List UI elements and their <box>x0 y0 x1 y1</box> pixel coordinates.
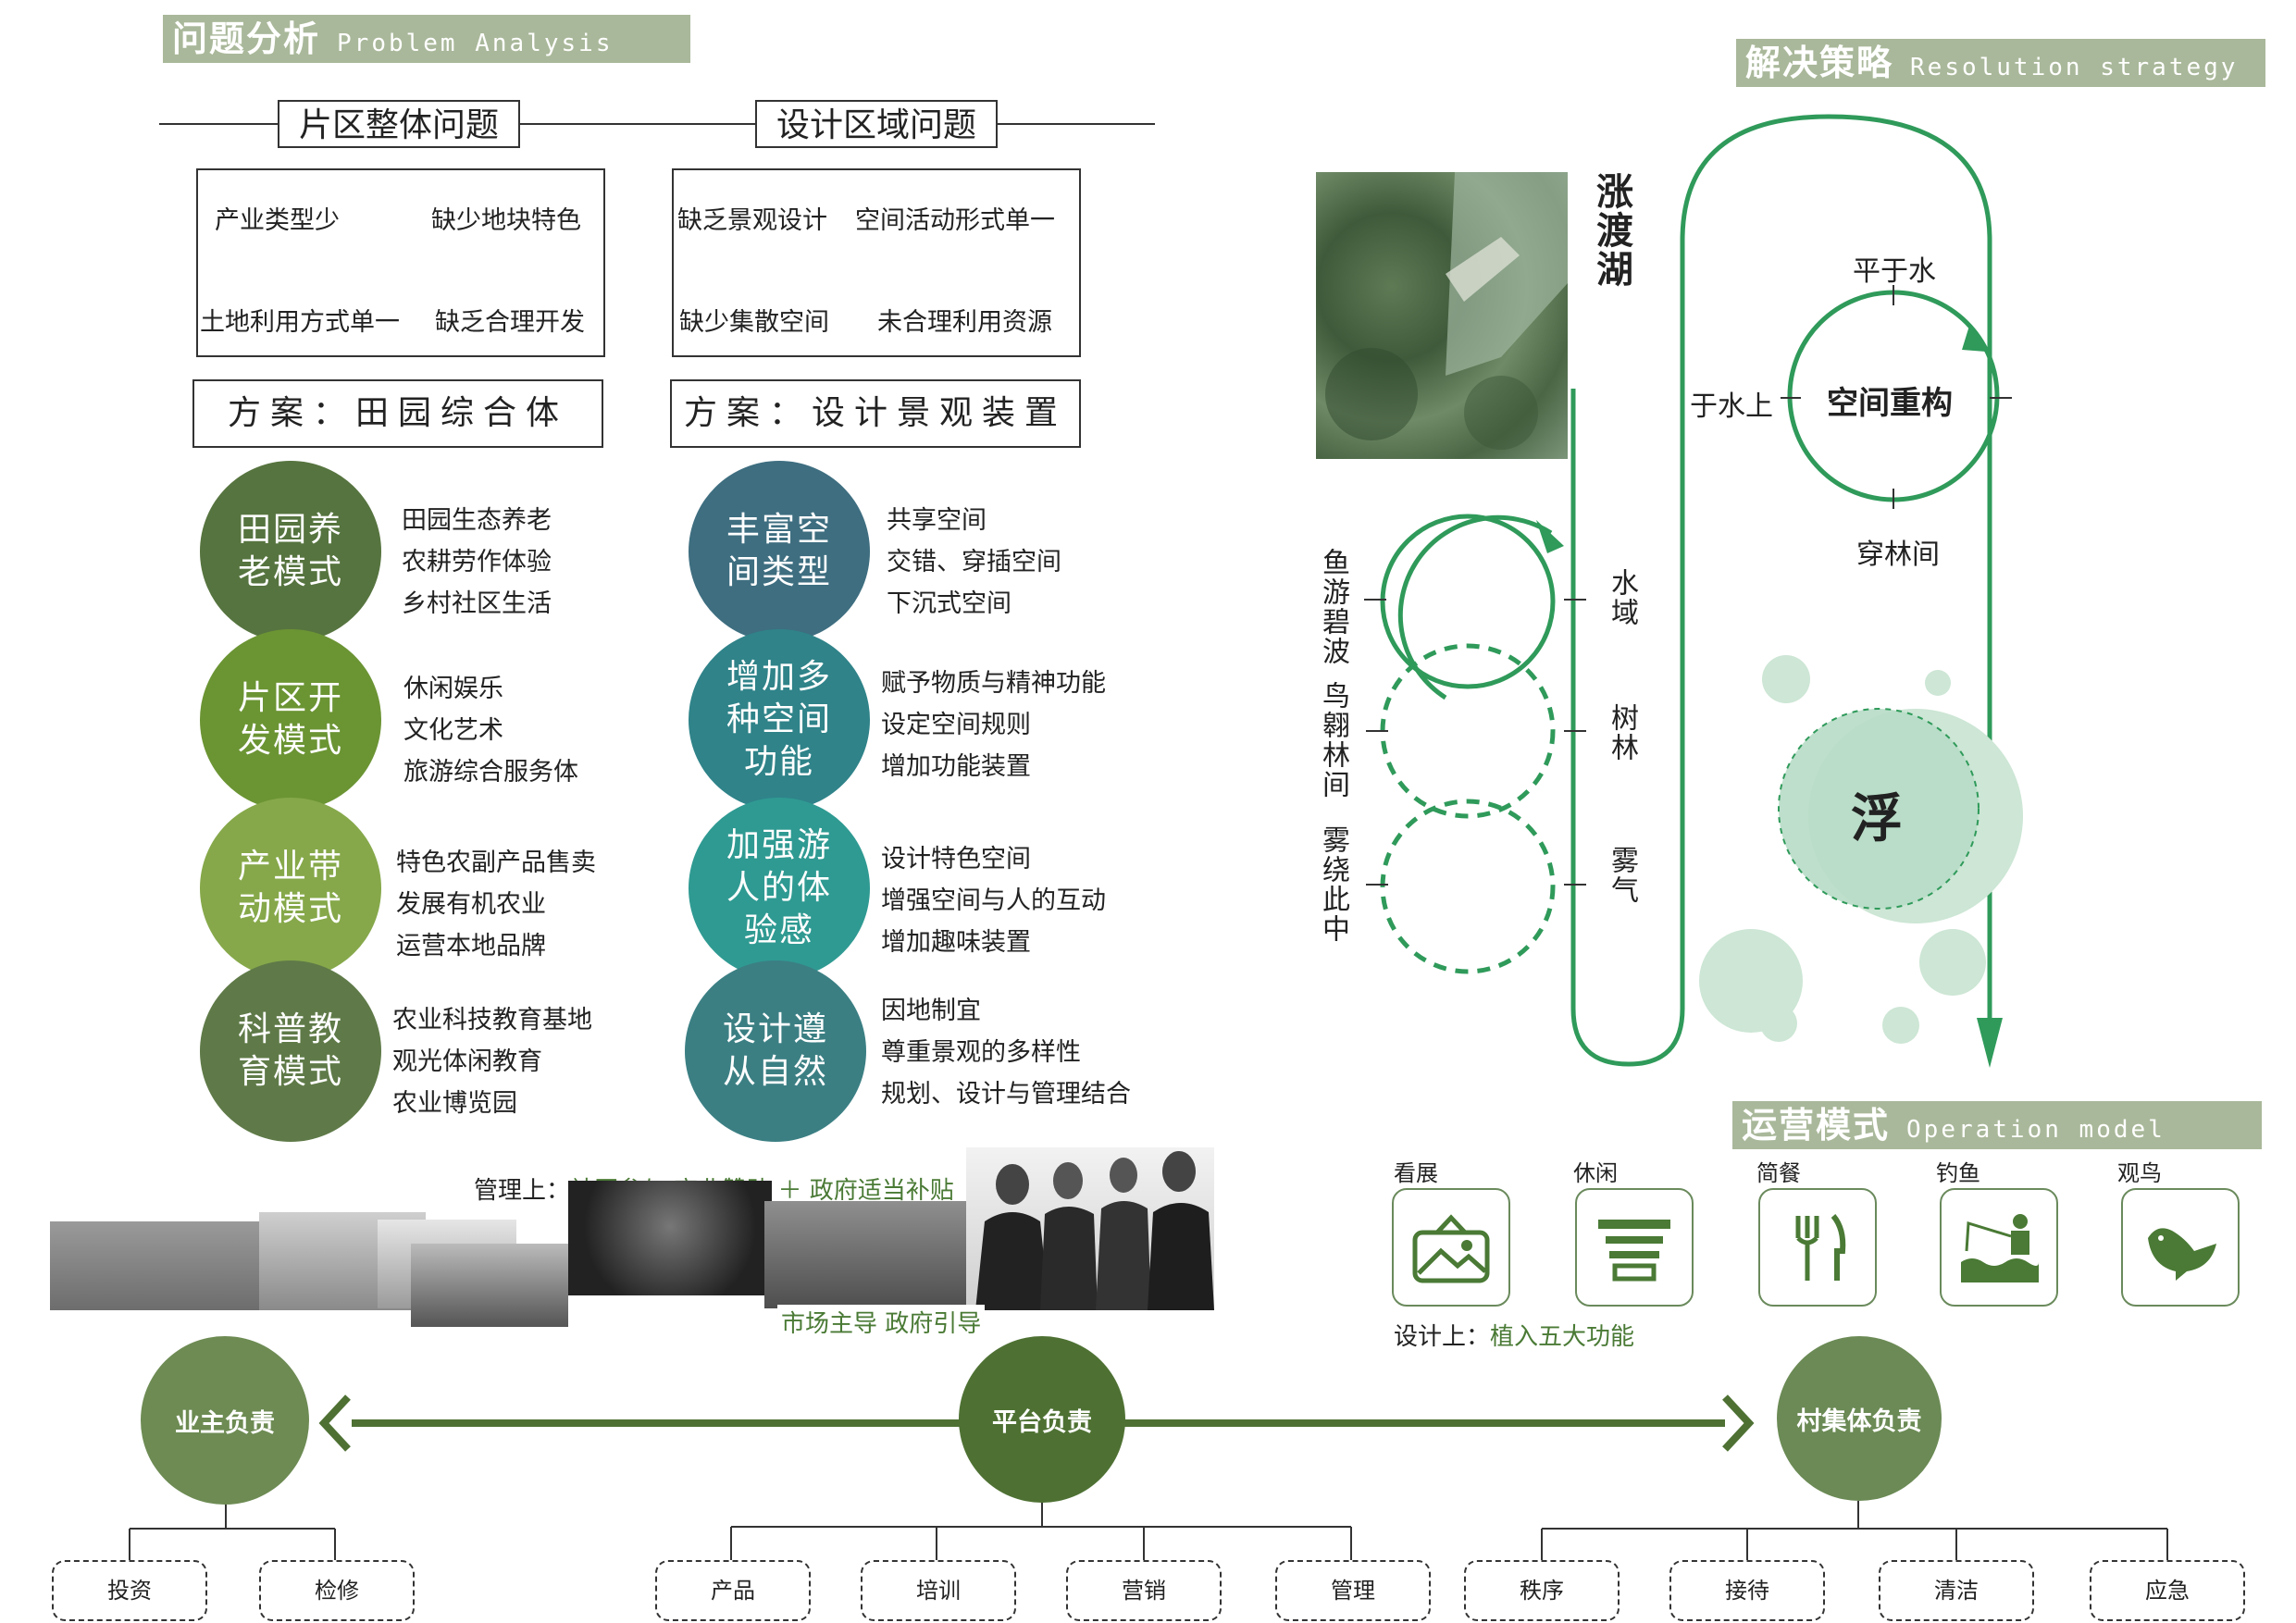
issue-text: 缺少集散空间 <box>679 308 829 337</box>
mode-items: 特色农副产品售卖发展有机农业运营本地品牌 <box>396 849 596 960</box>
org-task: 检修 <box>259 1560 415 1621</box>
org-task: 接待 <box>1669 1560 1825 1621</box>
fishing-function[interactable] <box>1940 1188 2058 1307</box>
loop-top: 平于水 <box>1853 255 1936 288</box>
issue-text: 缺乏景观设计 <box>677 206 827 235</box>
function-label: 休闲 <box>1573 1160 1618 1186</box>
mode-circle: 增加多种空间功能 <box>689 629 870 811</box>
birdwatch-function[interactable] <box>2121 1188 2240 1307</box>
market-caption: 市场主导 政府引导 <box>777 1305 986 1339</box>
resolution-strategy-header: 解决策略 Resolution strategy <box>1736 39 2265 87</box>
strategy-right-label: 树林 <box>1606 703 1638 762</box>
org-task: 投资 <box>52 1560 207 1621</box>
strategy-left-label: 鸟翱林间 <box>1317 681 1349 799</box>
loop-center: 空间重构 <box>1827 385 1953 422</box>
design-plan: 方案：设计景观装置 <box>670 379 1081 448</box>
forum-photo <box>568 1181 772 1295</box>
design-problem-title: 设计区域问题 <box>755 100 998 148</box>
area-issues-box <box>196 168 605 357</box>
mode-circle: 科普教育模式 <box>200 960 381 1142</box>
bird-icon <box>2148 1228 2216 1281</box>
booth-photo <box>411 1244 568 1327</box>
issue-text: 未合理利用资源 <box>877 308 1052 337</box>
mode-circle: 片区开发模式 <box>200 629 381 811</box>
management-label: 管理上： <box>474 1177 571 1205</box>
lounge-icon <box>1598 1220 1670 1282</box>
function-label: 简餐 <box>1756 1160 1801 1186</box>
issue-text: 缺少地块特色 <box>431 206 581 235</box>
header-en: Resolution strategy <box>1910 54 2239 81</box>
org-village: 村集体负责 <box>1777 1336 1942 1501</box>
org-task: 应急 <box>2090 1560 2245 1621</box>
org-task: 营销 <box>1066 1560 1222 1621</box>
float-char: 浮 <box>1851 789 1903 849</box>
mode-circle: 田园养老模式 <box>200 461 381 642</box>
loop-left: 于水上 <box>1690 390 1773 423</box>
issue-text: 空间活动形式单一 <box>855 206 1055 235</box>
aerial-photo <box>1316 172 1568 459</box>
problem-analysis-header: 问题分析 Problem Analysis <box>163 15 690 63</box>
fishing-icon <box>1961 1214 2039 1282</box>
org-task: 秩序 <box>1464 1560 1620 1621</box>
operation-model-header: 运营模式 Operation model <box>1732 1101 2262 1149</box>
function-label: 钓鱼 <box>1936 1160 1980 1186</box>
mode-circle: 丰富空间类型 <box>689 461 870 642</box>
loop-bottom: 穿林间 <box>1856 539 1940 571</box>
meeting-photo <box>764 1201 968 1308</box>
mode-items: 设计特色空间增强空间与人的互动增加趣味装置 <box>881 845 1106 957</box>
header-en: Operation model <box>1906 1116 2166 1144</box>
design-label: 设计上： <box>1394 1323 1491 1351</box>
mode-items: 共享空间交错、穿插空间下沉式空间 <box>887 506 1061 618</box>
mode-items: 休闲娱乐文化艺术旅游综合服务体 <box>403 675 578 787</box>
strategy-left-label: 雾绕此中 <box>1317 825 1349 944</box>
mode-circle: 设计遵从自然 <box>685 960 866 1142</box>
mode-circle: 加强游人的体验感 <box>689 798 870 979</box>
org-task: 培训 <box>861 1560 1016 1621</box>
dining-icon <box>1795 1214 1846 1281</box>
org-platform: 平台负责 <box>959 1336 1125 1503</box>
officials-photo <box>966 1147 1214 1310</box>
mode-items: 因地制宜尊重景观的多样性规划、设计与管理结合 <box>881 997 1131 1109</box>
area-problem-title: 片区整体问题 <box>278 100 520 148</box>
design-value: 植入五大功能 <box>1490 1323 1635 1351</box>
mode-items: 田园生态养老农耕劳作体验乡村社区生活 <box>402 506 552 618</box>
function-label: 观鸟 <box>2117 1160 2162 1186</box>
gallery-function[interactable] <box>1392 1188 1510 1307</box>
mode-items: 赋予物质与精神功能设定空间规则增加功能装置 <box>881 669 1106 781</box>
mode-items: 农业科技教育基地观光体闲教育农业博览园 <box>392 1006 592 1118</box>
org-task: 清洁 <box>1879 1560 2034 1621</box>
area-plan: 方案：田园综合体 <box>192 379 603 448</box>
mode-circle: 产业带动模式 <box>200 798 381 979</box>
dining-function[interactable] <box>1758 1188 1877 1307</box>
header-zh: 运营模式 <box>1742 1105 1891 1146</box>
org-owner: 业主负责 <box>141 1336 309 1505</box>
design-caption: 设计上：植入五大功能 <box>1394 1318 1634 1352</box>
design-issues-box <box>672 168 1081 357</box>
issue-text: 土地利用方式单一 <box>200 308 400 337</box>
function-label: 看展 <box>1394 1160 1438 1186</box>
header-en: Problem Analysis <box>337 30 614 57</box>
strategy-left-label: 鱼游碧波 <box>1317 548 1349 666</box>
community-photo <box>50 1221 259 1310</box>
header-zh: 问题分析 <box>172 19 321 59</box>
issue-text: 缺乏合理开发 <box>435 308 585 337</box>
org-task: 产品 <box>655 1560 811 1621</box>
header-zh: 解决策略 <box>1745 43 1894 83</box>
org-task: 管理 <box>1275 1560 1431 1621</box>
issue-text: 产业类型少 <box>215 206 340 235</box>
lake-name: 涨渡湖 <box>1590 172 1632 289</box>
lounge-function[interactable] <box>1575 1188 1694 1307</box>
strategy-right-label: 水域 <box>1606 568 1638 627</box>
gallery-icon <box>1412 1214 1490 1283</box>
strategy-right-label: 雾气 <box>1606 846 1638 905</box>
